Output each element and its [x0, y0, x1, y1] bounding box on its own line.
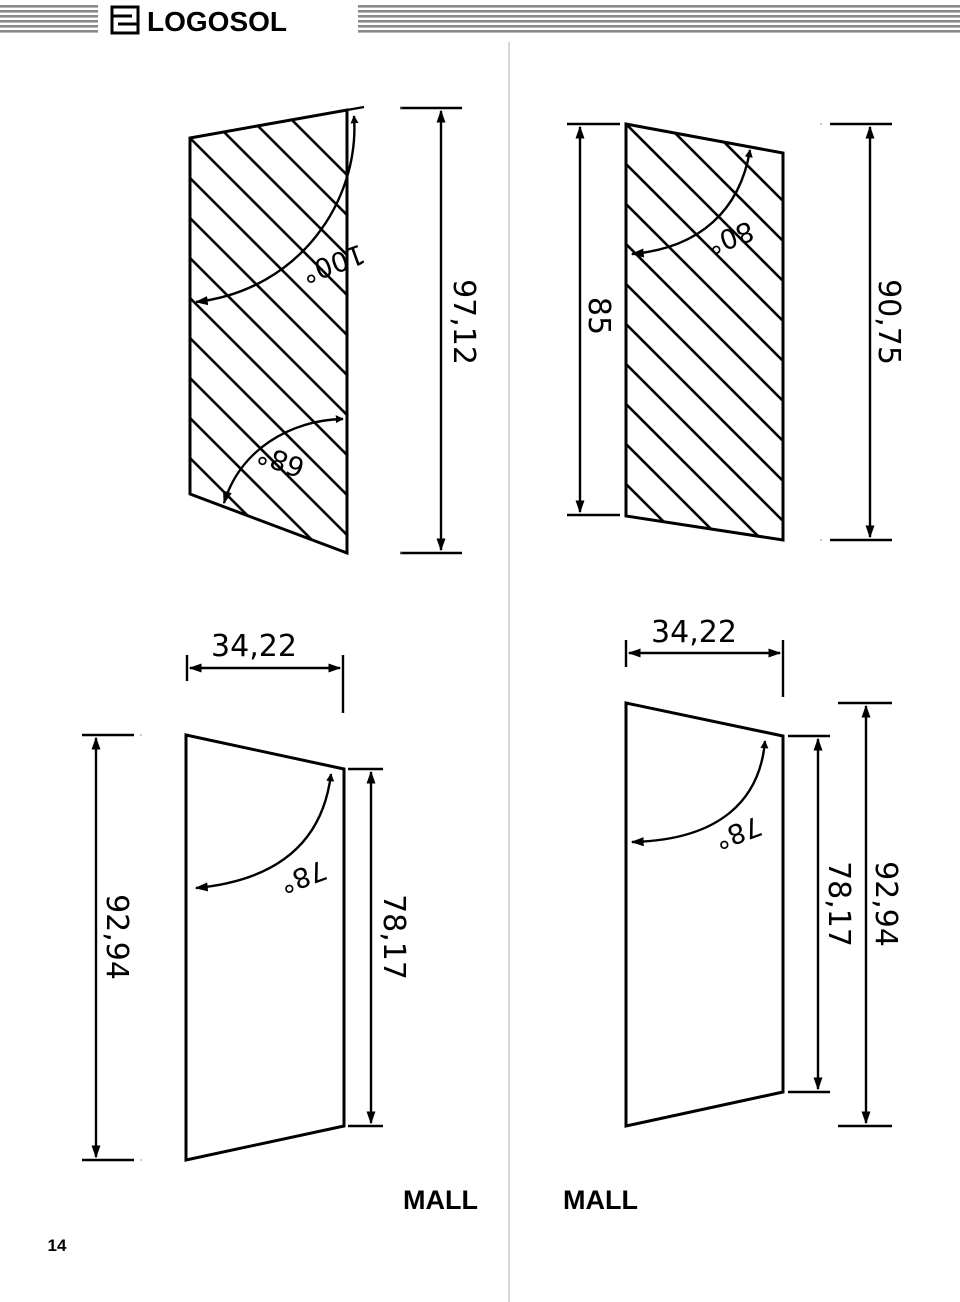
width-dimension-label: 34,22 — [211, 629, 297, 664]
right-height-dimension-label: 78,17 — [376, 894, 411, 980]
hatch-lines — [190, 110, 347, 553]
angle-arc-bottom — [222, 415, 344, 505]
block-outline — [624, 122, 785, 542]
angle-arc — [194, 773, 335, 892]
angle-arc-top — [194, 115, 359, 306]
page-number: 14 — [48, 1236, 67, 1255]
width-dimension-label: 34,22 — [651, 615, 737, 650]
right-height-dimension-label: 90,75 — [871, 279, 906, 365]
left-height-dimension-label: 85 — [581, 297, 616, 335]
top-edge-extension — [346, 105, 365, 112]
drawing-top-left: 100° 68° 97,12 — [188, 105, 481, 556]
outer-height-dimension-label: 92,94 — [868, 861, 903, 947]
height-dimension-label: 97,12 — [446, 279, 481, 365]
drawing-label: MALL — [563, 1185, 638, 1215]
angle-label-top: 80° — [702, 214, 758, 259]
logosol-mark-icon — [110, 5, 140, 35]
drawing-label: MALL — [403, 1185, 478, 1215]
registration-ticks — [140, 107, 822, 1161]
angle-arc — [630, 740, 769, 847]
drawing-bottom-left: 34,22 78° 92,94 78,17 MALL — [82, 629, 478, 1215]
brand-name: LOGOSOL — [147, 6, 287, 37]
angle-label-bottom: 68° — [253, 437, 309, 482]
header-stripe-left — [0, 5, 98, 35]
block-outline — [624, 701, 785, 1128]
inner-height-dimension-label: 78,17 — [821, 861, 856, 947]
hatch-lines — [626, 124, 783, 540]
angle-arc-top — [630, 149, 753, 258]
block-outline — [184, 733, 346, 1162]
angle-label: 78° — [710, 809, 766, 854]
header-stripe-right — [358, 5, 960, 35]
drawing-top-right: 80° 85 90,75 — [567, 122, 906, 542]
page-header: LOGOSOL — [0, 5, 960, 37]
drawing-bottom-right: 34,22 78° 78,17 92,94 MALL — [563, 615, 903, 1215]
left-height-dimension-label: 92,94 — [99, 894, 134, 980]
